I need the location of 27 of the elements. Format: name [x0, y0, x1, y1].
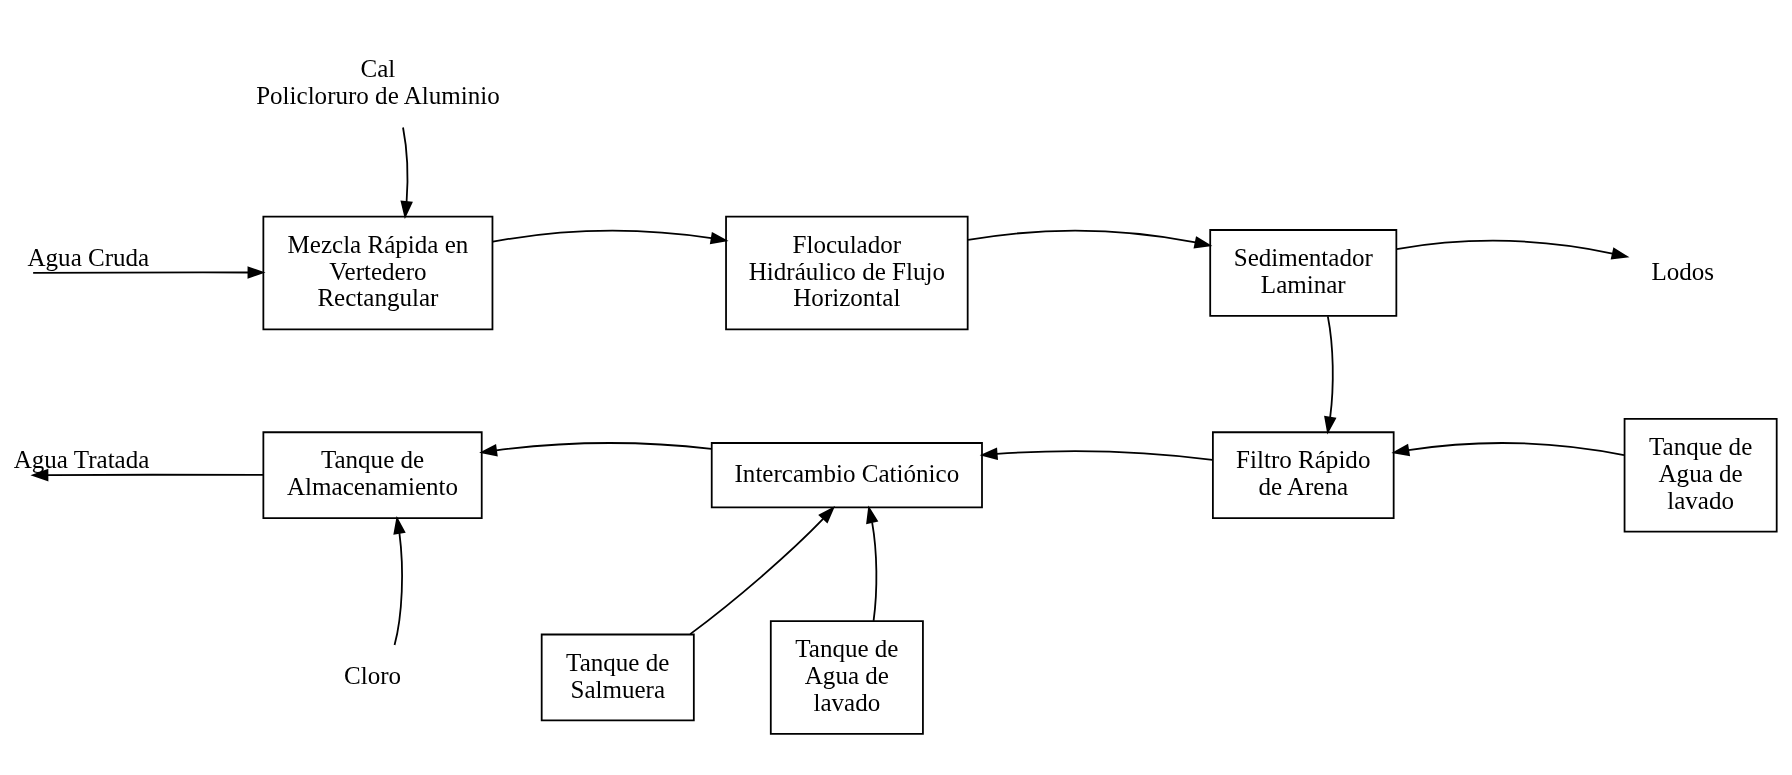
arrow	[1395, 239, 1630, 260]
arrow	[32, 266, 266, 279]
edge-label: Agua Cruda	[27, 243, 150, 271]
arrow	[30, 468, 265, 482]
arrow	[979, 447, 1214, 461]
edge-label: Agua Tratada	[13, 445, 150, 473]
node-text: Cloro	[344, 662, 402, 690]
arrow	[479, 442, 713, 457]
node-box: Intercambio Catiónico	[710, 442, 983, 509]
arrow	[393, 515, 406, 646]
arrow	[689, 506, 836, 636]
node-box: Filtro Rápido de Arena	[1212, 431, 1395, 520]
node-box: Mezcla Rápida en Vertedero Rectangular	[262, 215, 494, 331]
node-text: Lodos	[1651, 257, 1715, 285]
arrow	[866, 505, 879, 622]
arrow	[1391, 442, 1625, 457]
arrow	[491, 229, 729, 245]
node-box: Tanque de Almacenamiento	[262, 431, 483, 520]
arrow	[1324, 315, 1337, 435]
node-box: Floculador Hidráulico de Flujo Horizontal	[725, 215, 969, 331]
node-box: Tanque de Salmuera	[540, 633, 695, 722]
node-text: Cal Policloruro de Aluminio	[256, 55, 500, 110]
node-box: Sedimentador Laminar	[1209, 229, 1398, 317]
arrow	[967, 229, 1213, 249]
node-box: Tanque de Agua de lavado	[769, 620, 924, 735]
node-box: Tanque de Agua de lavado	[1623, 417, 1778, 533]
arrow	[400, 126, 413, 220]
